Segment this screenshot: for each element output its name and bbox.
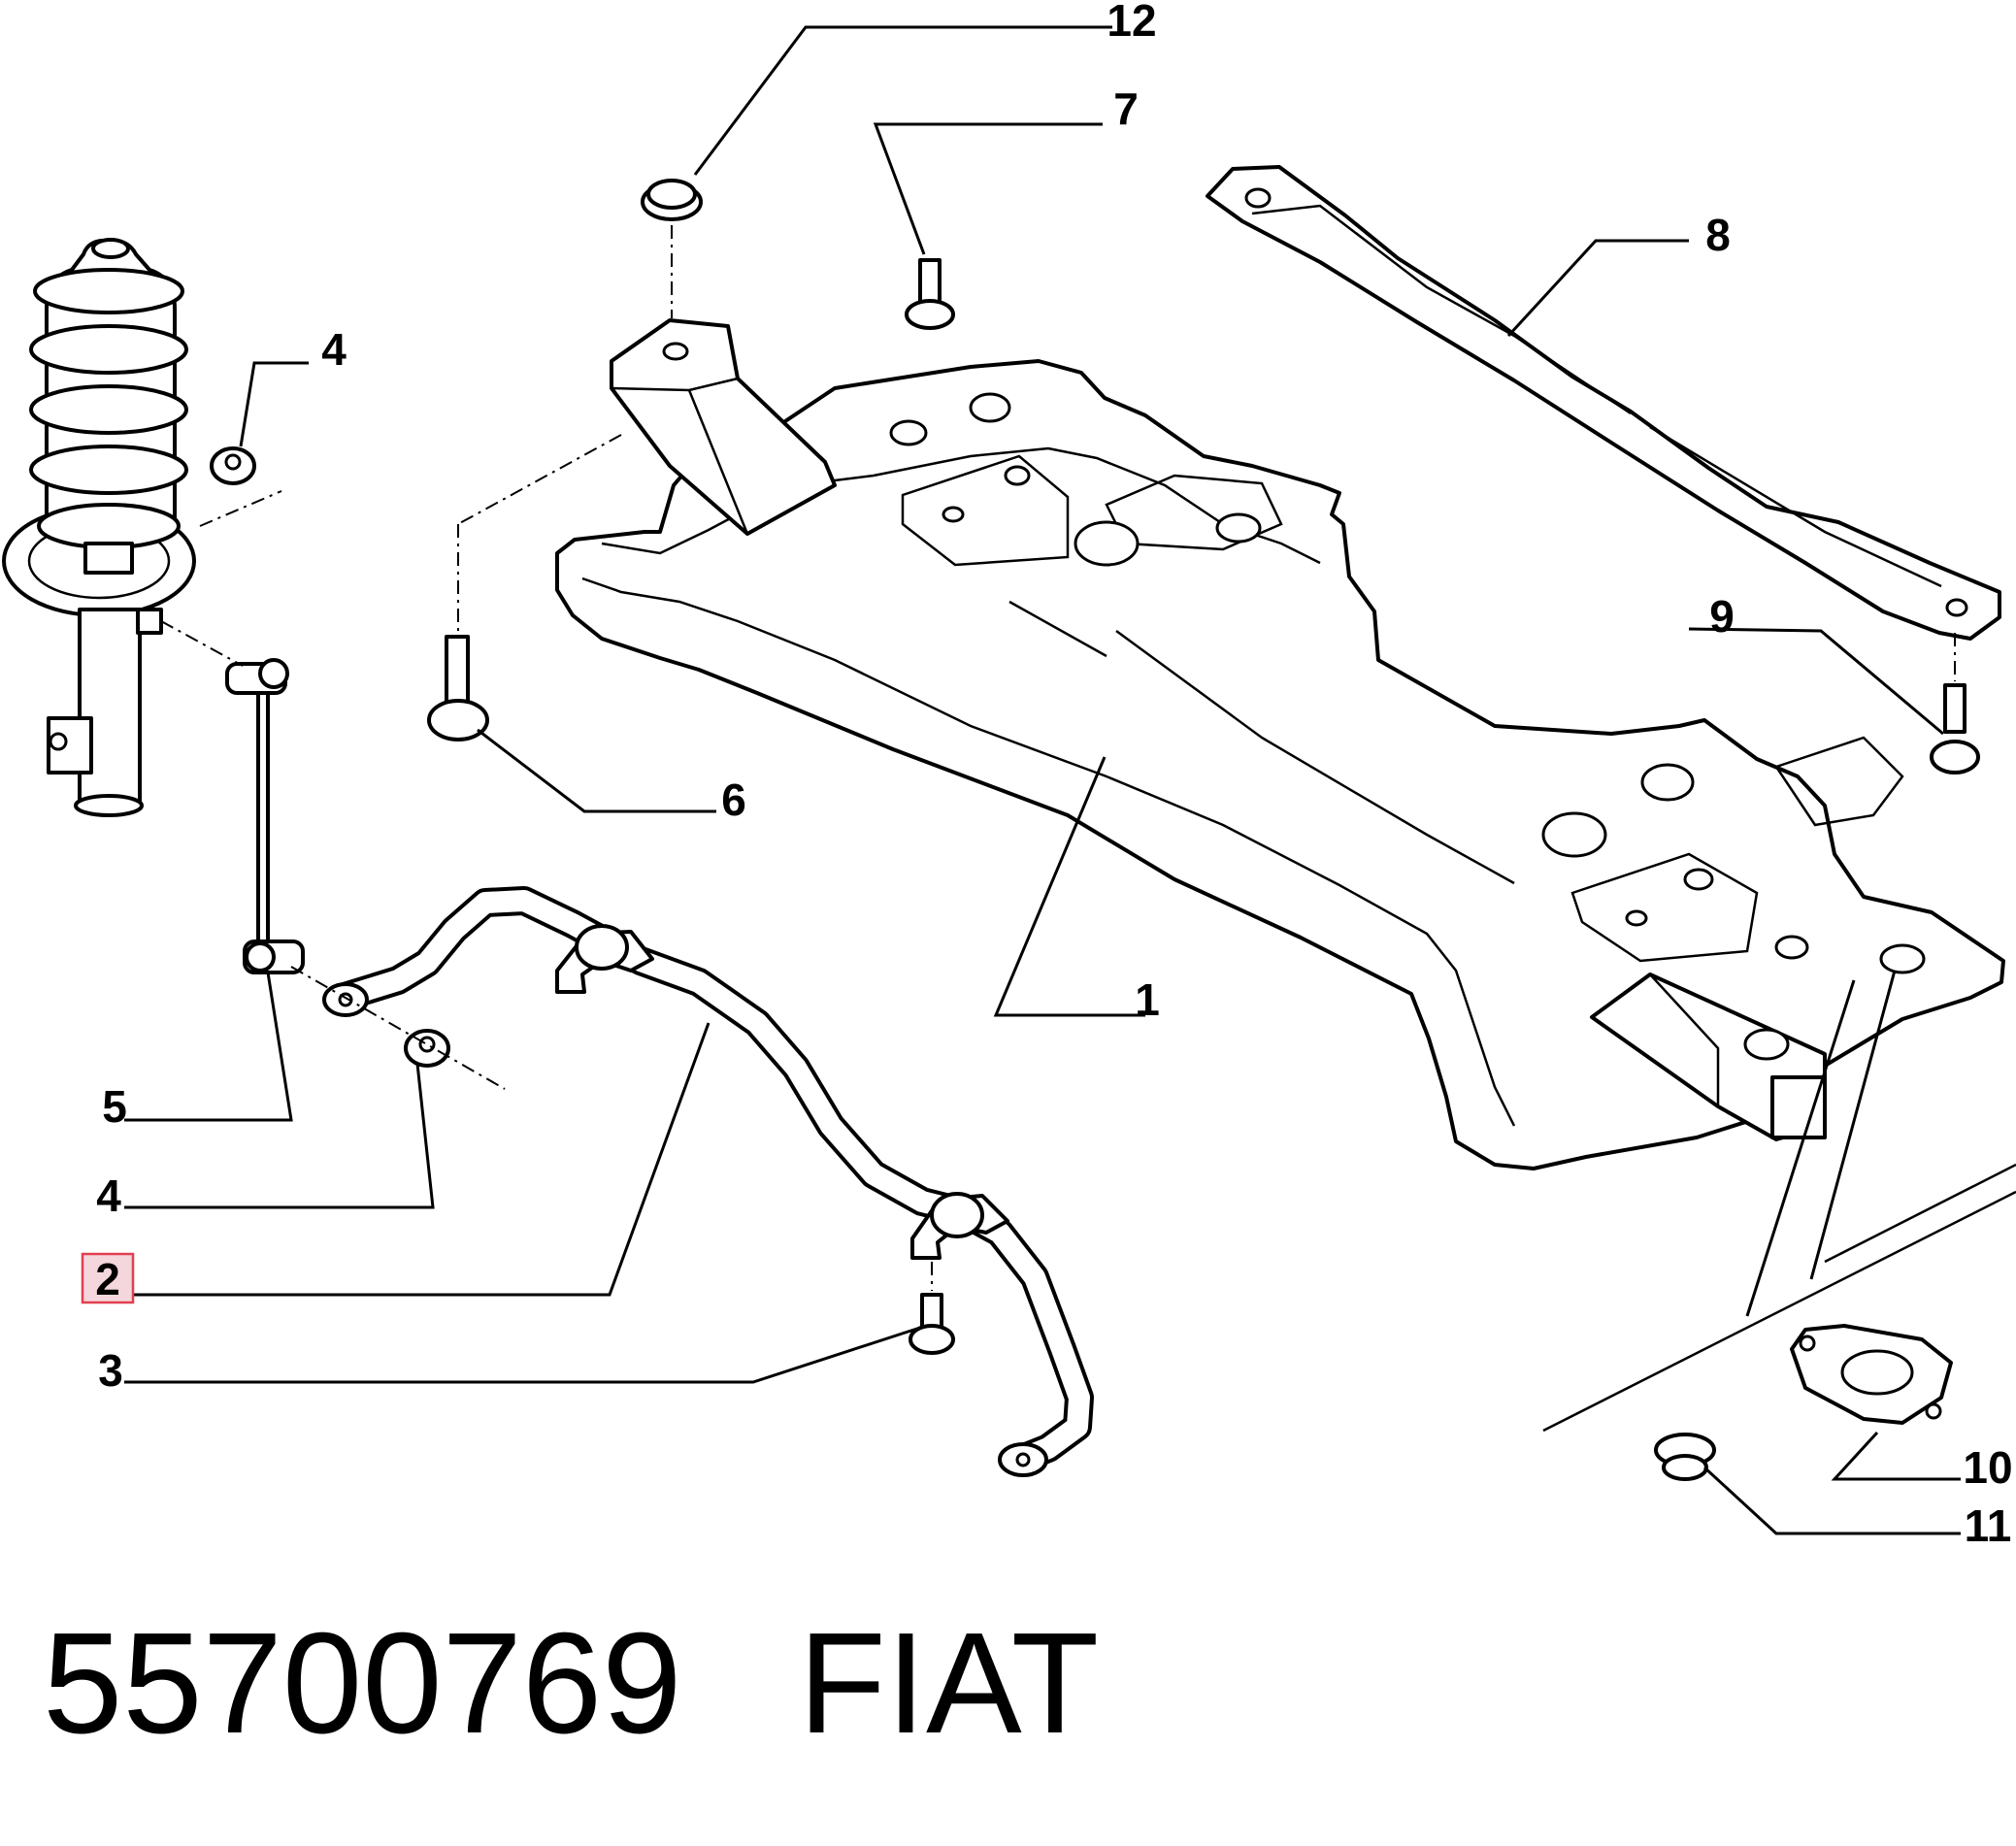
callout-4-lower: 4 [96,1170,121,1221]
strut-assembly [2,238,196,817]
part-number: 55700769 [43,1603,682,1764]
brand-name: FIAT [798,1603,1100,1764]
leader-lines [124,25,1961,1535]
callout-1: 1 [1135,974,1160,1025]
callout-2: 2 [95,1254,120,1304]
stabilizer-bar [322,886,1094,1477]
callout-9: 9 [1709,591,1735,642]
section-lines [1542,1163,2016,1433]
callout-6: 6 [721,775,746,825]
callout-3: 3 [98,1345,123,1396]
hardware [210,179,1980,1481]
stabilizer-link [225,658,305,974]
callout-8: 8 [1705,210,1731,260]
subframe-crossmember [555,318,2005,1170]
callout-5: 5 [102,1081,127,1132]
callout-11: 11 [1965,1500,2012,1551]
alignment-lines [160,225,1956,1291]
callout-4-upper: 4 [321,324,347,375]
callout-7: 7 [1113,83,1139,134]
callout-labels: 12 7 8 9 4 6 1 5 4 2 3 10 11 [81,0,2013,1551]
callout-2-highlight [81,1252,135,1304]
callout-10: 10 [1963,1442,2012,1493]
reinforcement-bar [1206,165,2001,641]
callout-12: 12 [1107,0,1156,46]
